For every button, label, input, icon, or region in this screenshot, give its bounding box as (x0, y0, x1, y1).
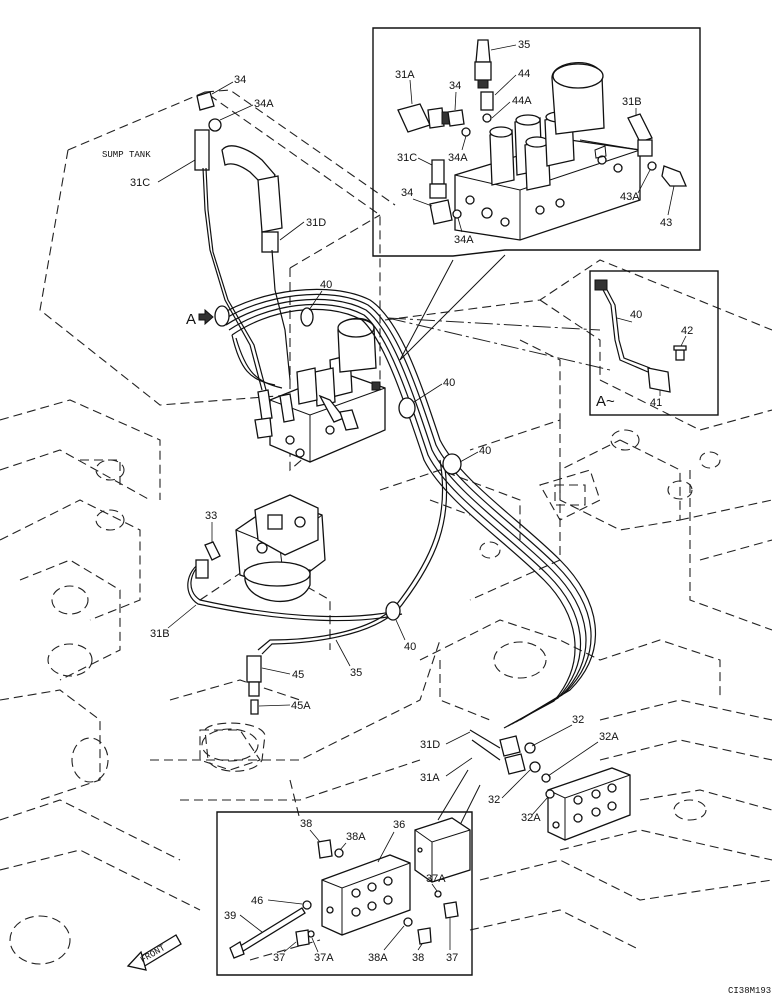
callout-31d-low: 31D (420, 739, 440, 751)
callout-32-a: 32 (572, 714, 584, 726)
callout-40-d: 40 (404, 641, 416, 653)
callout-34-top2: 34 (401, 187, 413, 199)
callout-34-top1: 34 (449, 80, 461, 92)
inset-view-a (589, 270, 719, 416)
drawing-code: CI38M193 (728, 986, 771, 996)
callout-38a-a: 38A (346, 831, 366, 843)
callout-40-b: 40 (443, 377, 455, 389)
callout-44: 44 (518, 68, 530, 80)
hose-bundle (187, 167, 596, 761)
callout-42: 42 (681, 325, 693, 337)
callout-32-b: 32 (488, 794, 500, 806)
callout-41: 41 (650, 397, 662, 409)
callout-38-b: 38 (412, 952, 424, 964)
inset-manifold-detail (126, 811, 473, 976)
view-a-caption: A~ (596, 393, 615, 410)
callout-36: 36 (393, 819, 405, 831)
callout-37a-a: 37A (426, 873, 446, 885)
callout-34a-main: 34A (254, 98, 274, 110)
callout-33: 33 (205, 510, 217, 522)
callout-40-inset: 40 (630, 309, 642, 321)
view-a-marker: A (186, 311, 196, 328)
callout-34a-top2: 34A (454, 234, 474, 246)
sump-tank-fittings (194, 91, 283, 253)
callout-46: 46 (251, 895, 263, 907)
callout-38a-b: 38A (368, 952, 388, 964)
distribution-block-right (499, 735, 631, 841)
callout-31b-main: 31B (150, 628, 170, 640)
sump-tank-label: SUMP TANK (102, 150, 151, 160)
callout-38-a: 38 (300, 818, 312, 830)
callout-45: 45 (292, 669, 304, 681)
machine-frame-outline (0, 89, 772, 965)
callout-31d-main: 31D (306, 217, 326, 229)
pilot-regulator (195, 494, 326, 772)
callout-31b-top: 31B (622, 96, 642, 108)
callout-32a-a: 32A (599, 731, 619, 743)
main-solenoid-valve (254, 317, 386, 463)
callout-34a-top1: 34A (448, 152, 468, 164)
callout-32a-b: 32A (521, 812, 541, 824)
callout-37a-b: 37A (314, 952, 334, 964)
callout-40-c: 40 (479, 445, 491, 457)
callout-43a: 43A (620, 191, 640, 203)
part-callouts: SUMP TANK FRONT A A~ CI38M193 35 44 44A … (102, 39, 771, 996)
callout-34-main: 34 (234, 74, 246, 86)
callout-37-a: 37 (273, 952, 285, 964)
callout-35-main: 35 (350, 667, 362, 679)
callout-37-b: 37 (446, 952, 458, 964)
inset-valve-detail (372, 27, 701, 257)
callout-31a-low: 31A (420, 772, 440, 784)
callout-35-top: 35 (518, 39, 530, 51)
callout-31a-top: 31A (395, 69, 415, 81)
callout-39: 39 (224, 910, 236, 922)
callout-31c-top: 31C (397, 152, 417, 164)
callout-45a: 45A (291, 700, 311, 712)
callout-43: 43 (660, 217, 672, 229)
callout-40-a: 40 (320, 279, 332, 291)
view-a-arrow-icon (198, 308, 214, 326)
callout-44a: 44A (512, 95, 532, 107)
callout-31c-main: 31C (130, 177, 150, 189)
